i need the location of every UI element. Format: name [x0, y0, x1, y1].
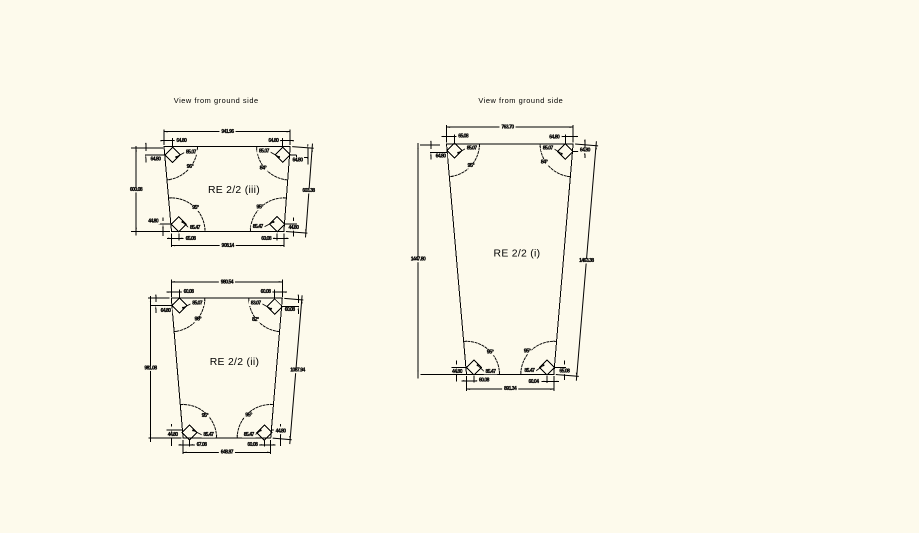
svg-text:64.80: 64.80	[176, 138, 187, 144]
svg-text:95°: 95°	[256, 205, 263, 211]
svg-text:85.47: 85.47	[244, 432, 255, 438]
svg-text:44.80: 44.80	[148, 219, 159, 225]
svg-text:60.08: 60.08	[247, 442, 258, 448]
svg-text:95°: 95°	[202, 413, 209, 419]
svg-text:65.08: 65.08	[458, 134, 469, 140]
svg-text:60.08: 60.08	[261, 236, 272, 242]
svg-text:95°: 95°	[192, 205, 199, 211]
svg-text:64.80: 64.80	[580, 148, 591, 154]
svg-text:600.08: 600.08	[130, 187, 143, 193]
svg-text:84°: 84°	[541, 160, 548, 166]
svg-text:85.47: 85.47	[524, 368, 535, 374]
svg-text:View from ground side: View from ground side	[478, 96, 563, 105]
svg-text:95°: 95°	[245, 413, 252, 419]
svg-text:95°: 95°	[524, 348, 531, 354]
svg-text:82°: 82°	[252, 317, 259, 323]
svg-text:60.08: 60.08	[479, 378, 490, 384]
svg-text:RE 2/2 (iii): RE 2/2 (iii)	[208, 185, 260, 196]
svg-text:RE 2/2 (i): RE 2/2 (i)	[494, 249, 541, 260]
svg-text:980.54: 980.54	[221, 279, 234, 285]
svg-text:941.96: 941.96	[221, 129, 234, 135]
svg-text:85.07: 85.07	[186, 149, 197, 155]
svg-text:95°: 95°	[487, 350, 494, 356]
svg-text:65.08: 65.08	[186, 236, 197, 242]
svg-text:85.07: 85.07	[467, 145, 478, 151]
svg-text:763.70: 763.70	[501, 125, 514, 131]
svg-text:64.80: 64.80	[436, 153, 447, 159]
svg-text:84°: 84°	[260, 165, 267, 171]
svg-text:64.80: 64.80	[268, 138, 279, 144]
svg-text:85.47: 85.47	[253, 224, 264, 230]
svg-text:648.87: 648.87	[221, 449, 234, 455]
svg-text:View from ground side: View from ground side	[174, 96, 259, 105]
svg-text:64.80: 64.80	[150, 157, 161, 163]
svg-text:891.34: 891.34	[504, 386, 517, 392]
svg-text:64.80: 64.80	[549, 134, 560, 140]
svg-text:85.47: 85.47	[203, 432, 214, 438]
svg-text:44.80: 44.80	[168, 432, 179, 438]
svg-text:60.08: 60.08	[285, 307, 296, 313]
svg-text:RE 2/2 (ii): RE 2/2 (ii)	[210, 357, 260, 368]
svg-text:85.47: 85.47	[485, 369, 496, 375]
svg-text:65.08: 65.08	[559, 369, 570, 375]
svg-text:60.04: 60.04	[528, 379, 539, 385]
svg-text:95°: 95°	[467, 163, 474, 169]
svg-text:1447.80: 1447.80	[411, 257, 426, 263]
svg-text:85.07: 85.07	[543, 146, 554, 152]
svg-text:44.80: 44.80	[288, 225, 299, 231]
svg-text:64.80: 64.80	[292, 157, 303, 163]
svg-text:85.07: 85.07	[192, 301, 203, 307]
svg-text:85.07: 85.07	[259, 149, 270, 155]
svg-text:83.07: 83.07	[251, 301, 262, 307]
svg-text:44.80: 44.80	[276, 429, 287, 435]
svg-text:85.47: 85.47	[190, 225, 201, 231]
svg-text:67.08: 67.08	[197, 442, 208, 448]
svg-text:96°: 96°	[187, 164, 194, 170]
svg-text:44.80: 44.80	[452, 369, 463, 375]
svg-text:603.38: 603.38	[302, 188, 315, 194]
svg-text:60.08: 60.08	[184, 289, 195, 295]
svg-text:64.80: 64.80	[161, 308, 172, 314]
svg-text:60.08: 60.08	[261, 289, 272, 295]
svg-text:98°: 98°	[194, 317, 201, 323]
svg-text:981.08: 981.08	[144, 365, 157, 371]
svg-text:1087.94: 1087.94	[290, 368, 305, 374]
svg-text:1463.38: 1463.38	[579, 258, 594, 264]
svg-text:908.14: 908.14	[222, 243, 235, 249]
